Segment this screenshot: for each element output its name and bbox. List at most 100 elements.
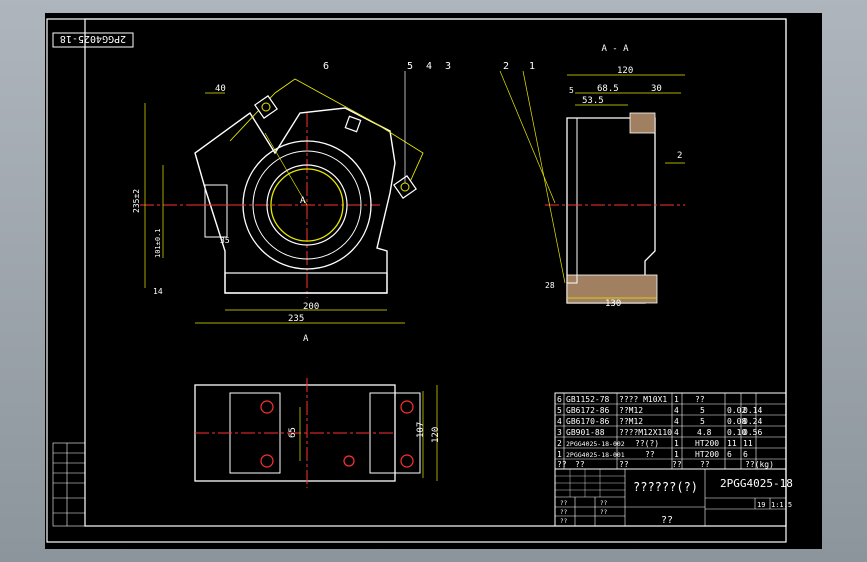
bom-row-2-no: 5 [557, 406, 562, 415]
bom-row-6-no: 1 [557, 450, 562, 459]
bolt-hole-1[interactable] [260, 400, 274, 414]
bolt-hole-4[interactable] [400, 454, 414, 468]
dim-65: 65 [288, 427, 298, 438]
title-label-3: ?? [560, 518, 568, 525]
bore-inner-circle [270, 168, 344, 242]
center-label-a: A [300, 196, 306, 206]
mid-circle [252, 150, 362, 260]
bom-row-1-mat: ?? [695, 395, 705, 404]
bom-header-mat: ?? [700, 460, 710, 469]
section-dimensions [499, 70, 685, 299]
left-label-strip [52, 442, 86, 527]
bolt-hole-2[interactable] [260, 454, 274, 468]
bom-row-5-qty: 1 [674, 439, 679, 448]
bom-row-2-w2: 0.14 [743, 406, 762, 415]
bom-row-6-w1: 6 [727, 450, 732, 459]
section-title: A - A [601, 44, 629, 54]
dim-68-5: 68.5 [597, 84, 619, 94]
base-plate [224, 272, 388, 294]
title-label-2: ?? [560, 509, 568, 516]
dim-235: 235 [288, 314, 304, 324]
bom-row-1-name: ???? M10X1 [619, 395, 667, 404]
balloon-2: 2 [503, 61, 509, 72]
bolt-top-left[interactable] [254, 95, 278, 119]
bom-row-5-no: 2 [557, 439, 562, 448]
front-dimensions [144, 92, 405, 324]
balloon-5: 5 [407, 61, 413, 72]
company-name: ?? [661, 515, 673, 526]
bom-header-weight: ??(kg) [745, 460, 774, 469]
section-wall [566, 117, 578, 284]
dim-2: 2 [677, 151, 682, 161]
dim-35: 35 [220, 236, 230, 245]
bom-row-4-name: ????M12X110 [619, 428, 672, 437]
drawing-title: ??????(?) [633, 480, 698, 494]
bom-row-3-w2: 0.24 [743, 417, 762, 426]
front-view[interactable]: 40 200 235 14 235±2 101±0.1 35 A A 6 5 4… [132, 61, 451, 344]
bom-table[interactable]: 6 GB1152-78 ???? M10X1 1 ?? 5 GB6172-86 … [554, 392, 787, 470]
dim-53-5: 53.5 [582, 96, 604, 106]
bom-row-4-no: 3 [557, 428, 562, 437]
bom-row-2-w1: 0.02 [727, 406, 746, 415]
center-hole[interactable] [343, 455, 355, 467]
top-view[interactable]: 65 107 120 [194, 378, 441, 488]
balloon-6: 6 [323, 61, 329, 72]
balloon-4: 4 [426, 61, 432, 72]
bom-header-no: ?? [557, 460, 567, 469]
balloon-3: 3 [445, 61, 451, 72]
bom-row-6-name: ?? [645, 450, 655, 459]
title-label-4: ?? [600, 500, 608, 507]
bom-row-4-mat: 4.8 [697, 428, 712, 437]
title-label-5: ?? [600, 509, 608, 516]
bom-header-qty: ?? [672, 460, 682, 469]
housing-outline [194, 107, 396, 294]
dim-30: 30 [651, 84, 662, 94]
dim-28: 28 [545, 281, 555, 290]
dim-130: 130 [605, 299, 621, 309]
bom-row-1-no: 6 [557, 395, 562, 404]
scale-value: 1:1.5 [771, 501, 792, 509]
drawing-canvas[interactable]: 2PGG4025-18 [45, 13, 822, 549]
bom-row-3-name: ??M12 [619, 417, 643, 426]
dim-5: 5 [569, 86, 574, 95]
bom-row-4-qty: 4 [674, 428, 679, 437]
title-block[interactable]: ??????(?) 2PGG4025-18 19 1:1.5 ?? ?? ?? … [554, 468, 793, 527]
bom-row-4-code: GB901-88 [566, 428, 605, 437]
bom-row-2-mat: 5 [700, 406, 705, 415]
bom-row-5-w1: 11 [727, 439, 737, 448]
dim-14: 14 [153, 287, 163, 296]
bom-row-1-qty: 1 [674, 395, 679, 404]
dim-235-tol: 235±2 [132, 189, 141, 213]
bom-row-6-code: 2PGG4025-18-001 [566, 451, 625, 459]
view-label-a: A [303, 334, 309, 344]
bom-row-6-mat: HT200 [695, 450, 719, 459]
drawing-sheet[interactable]: 2PGG4025-18 [45, 13, 822, 549]
bom-row-2-code: GB6172-86 [566, 406, 610, 415]
left-boss [204, 184, 228, 238]
sheet-background [45, 13, 822, 549]
bom-row-2-name: ??M12 [619, 406, 643, 415]
bom-row-5-w2: 11 [743, 439, 753, 448]
bom-row-4-w1: 0.10 [727, 428, 746, 437]
bore-circle [266, 164, 348, 246]
bom-row-3-w1: 0.08 [727, 417, 746, 426]
section-view[interactable]: A - A 2 1 120 68. [499, 44, 685, 309]
bom-row-6-qty: 1 [674, 450, 679, 459]
dim-section-120: 120 [617, 66, 633, 76]
dim-107: 107 [416, 422, 426, 438]
bolt-top-mid[interactable] [344, 115, 362, 133]
bom-row-3-code: GB6170-86 [566, 417, 610, 426]
sheet-number: 19 [757, 501, 765, 509]
bom-header-name: ?? [619, 460, 629, 469]
bolt-hole-3[interactable] [400, 400, 414, 414]
bom-row-5-name: ??(?) [635, 439, 659, 448]
section-hatch-top [629, 112, 656, 134]
dim-200: 200 [303, 302, 319, 312]
balloon-1: 1 [529, 61, 535, 72]
top-dimensions [299, 385, 438, 481]
bom-row-3-no: 4 [557, 417, 562, 426]
drawing-number: 2PGG4025-18 [720, 477, 793, 490]
bom-row-2-qty: 4 [674, 406, 679, 415]
bom-row-4-w2: 0.56 [743, 428, 762, 437]
